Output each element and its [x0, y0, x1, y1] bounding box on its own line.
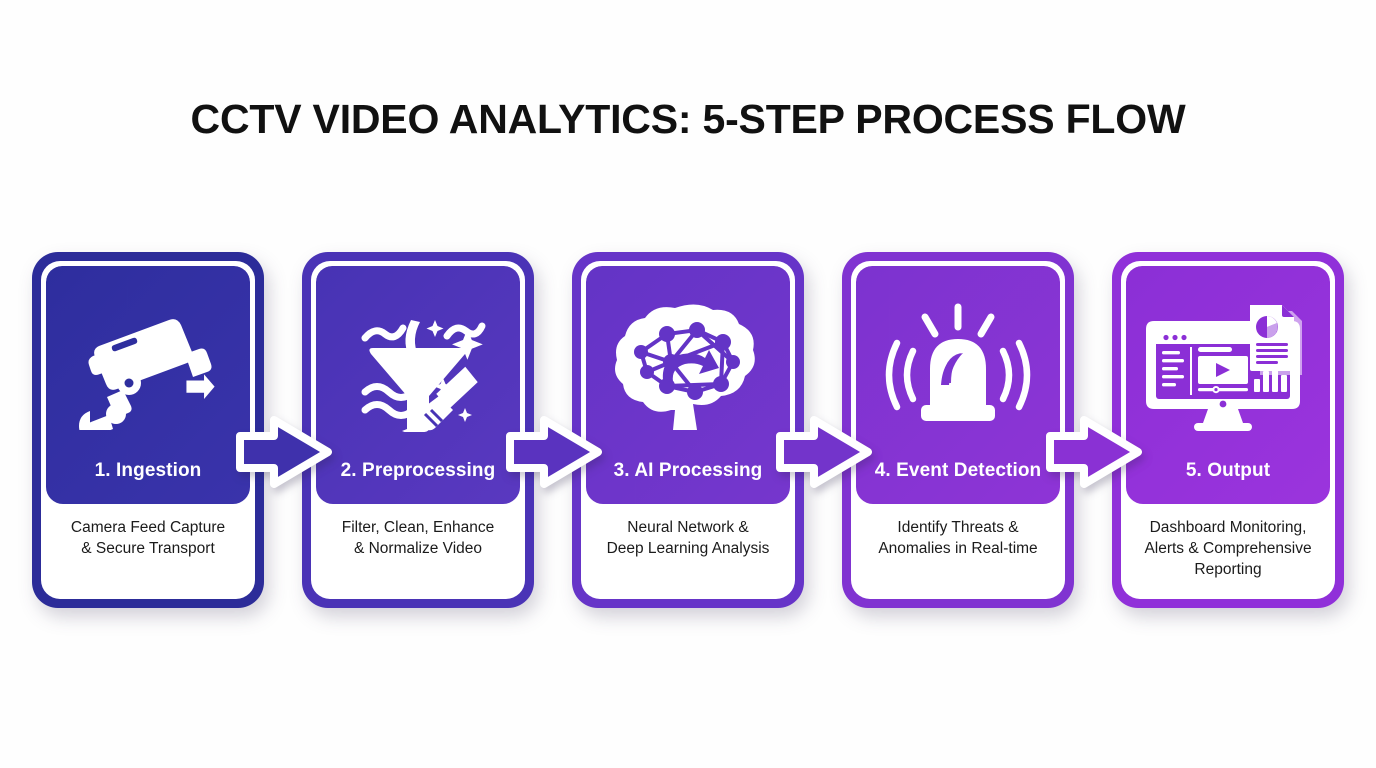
step-card-event-detection[interactable]: 4. Event Detection Identify Threats & An…: [842, 252, 1074, 608]
step-card-output[interactable]: 5. Output Dashboard Monitoring, Alerts &…: [1112, 252, 1344, 608]
desc-line: Camera Feed Capture: [70, 519, 226, 536]
step-label: 2. Preprocessing: [340, 460, 496, 481]
card-body: 1. Ingestion Camera Feed Capture & Secur…: [46, 266, 250, 594]
step-label: 1. Ingestion: [94, 460, 202, 481]
card-white-ring: 3. AI Processing Neural Network & Deep L…: [581, 261, 795, 599]
desc-line: Deep Learning Analysis: [606, 539, 770, 557]
step-card-preprocessing[interactable]: 2. Preprocessing Filter, Clean, Enhance …: [302, 252, 534, 608]
card-body: 5. Output Dashboard Monitoring, Alerts &…: [1126, 266, 1330, 594]
step-description: Filter, Clean, Enhance & Normalize Video: [316, 504, 520, 594]
alarm-beacon-icon: [856, 266, 1060, 460]
card-white-ring: 4. Event Detection Identify Threats & An…: [851, 261, 1065, 599]
card-icon-panel: 2. Preprocessing: [316, 266, 520, 504]
step-description: Dashboard Monitoring, Alerts & Comprehen…: [1126, 504, 1330, 594]
desc-line: Reporting: [1194, 560, 1262, 578]
card-white-ring: 1. Ingestion Camera Feed Capture & Secur…: [41, 261, 255, 599]
step-label: 5. Output: [1185, 460, 1271, 481]
desc-line: Neural Network &: [627, 519, 749, 536]
card-body: 2. Preprocessing Filter, Clean, Enhance …: [316, 266, 520, 594]
dashboard-monitor-icon: [1126, 266, 1330, 460]
process-flow-row: 1. Ingestion Camera Feed Capture & Secur…: [32, 252, 1344, 618]
desc-line: Alerts & Comprehensive: [1144, 539, 1312, 557]
step-label: 4. Event Detection: [874, 460, 1042, 481]
desc-line: & Normalize Video: [353, 539, 483, 557]
page-title: CCTV VIDEO ANALYTICS: 5-STEP PROCESS FLO…: [190, 96, 1186, 142]
desc-line: Identify Threats &: [897, 519, 1019, 536]
card-body: 4. Event Detection Identify Threats & An…: [856, 266, 1060, 594]
step-label: 3. AI Processing: [613, 460, 763, 481]
step-description: Camera Feed Capture & Secure Transport: [46, 504, 250, 594]
funnel-clean-icon: [316, 266, 520, 460]
step-description: Neural Network & Deep Learning Analysis: [586, 504, 790, 594]
step-description: Identify Threats & Anomalies in Real-tim…: [856, 504, 1060, 594]
step-card-ingestion[interactable]: 1. Ingestion Camera Feed Capture & Secur…: [32, 252, 264, 608]
card-body: 3. AI Processing Neural Network & Deep L…: [586, 266, 790, 594]
desc-line: Filter, Clean, Enhance: [341, 519, 495, 536]
card-icon-panel: 3. AI Processing: [586, 266, 790, 504]
desc-line: & Secure Transport: [81, 539, 215, 557]
card-icon-panel: 5. Output: [1126, 266, 1330, 504]
card-white-ring: 5. Output Dashboard Monitoring, Alerts &…: [1121, 261, 1335, 599]
brain-network-icon: [586, 266, 790, 460]
card-icon-panel: 1. Ingestion: [46, 266, 250, 504]
card-icon-panel: 4. Event Detection: [856, 266, 1060, 504]
desc-line: Dashboard Monitoring,: [1149, 519, 1307, 536]
desc-line: Anomalies in Real-time: [878, 539, 1038, 557]
cctv-camera-icon: [46, 266, 250, 460]
card-white-ring: 2. Preprocessing Filter, Clean, Enhance …: [311, 261, 525, 599]
step-card-ai-processing[interactable]: 3. AI Processing Neural Network & Deep L…: [572, 252, 804, 608]
